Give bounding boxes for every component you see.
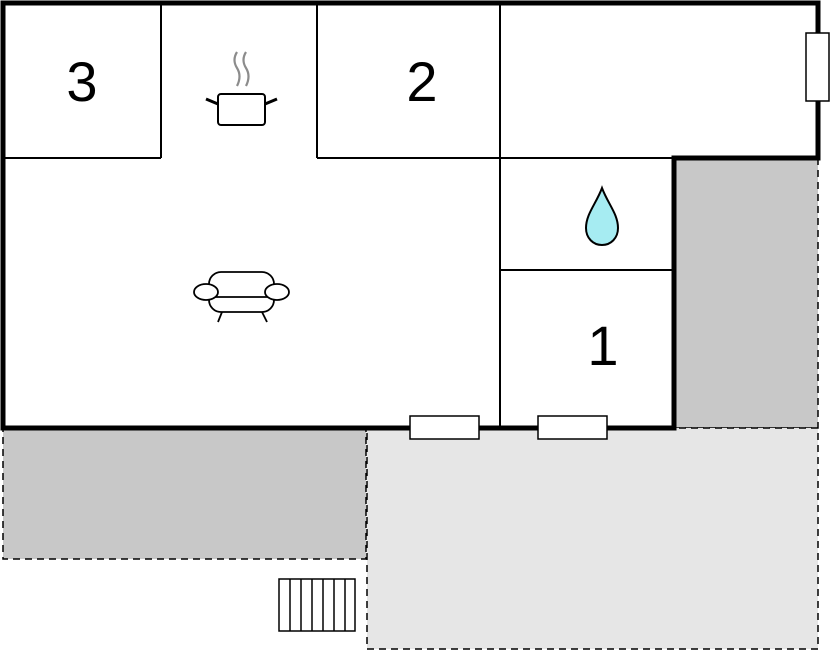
exterior-walls (0, 0, 821, 431)
interior-walls (3, 3, 674, 428)
house-floor (3, 3, 818, 428)
room-label-3: 3 (66, 50, 97, 113)
room-label-1: 1 (587, 314, 618, 377)
terrace-right (673, 157, 819, 429)
sofa-icon (193, 271, 290, 323)
water-drop-icon (584, 185, 620, 247)
room-label-2: 2 (406, 50, 437, 113)
stairs-icon (278, 578, 356, 632)
cooking-pot-icon (205, 51, 278, 126)
window-bottom-right (537, 415, 608, 440)
terrace-left (2, 427, 367, 560)
window-right (805, 32, 830, 102)
patio (366, 427, 819, 650)
window-bottom-left (409, 415, 480, 440)
